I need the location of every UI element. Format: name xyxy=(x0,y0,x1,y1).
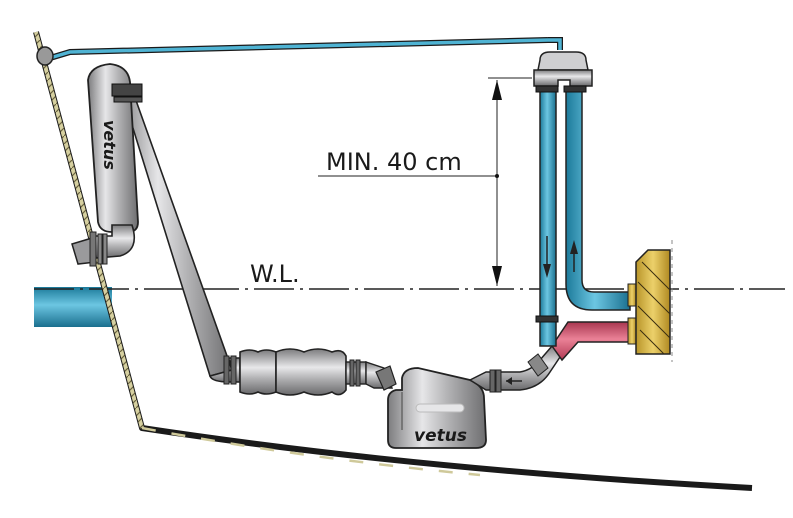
dimension-min-height: MIN. 40 cm xyxy=(318,77,532,286)
engine xyxy=(627,240,673,362)
gooseneck-brand: vetus xyxy=(100,120,119,170)
waterlock-brand: vetus xyxy=(414,426,467,446)
vented-loop xyxy=(533,51,631,347)
sea-water xyxy=(34,287,112,327)
exhaust-outlet xyxy=(71,231,108,267)
flow-arrow-down xyxy=(543,236,551,278)
vent-line xyxy=(36,37,563,66)
waterlock-outlet-hose xyxy=(468,344,564,393)
waterline-label: W.L. xyxy=(250,260,300,288)
gooseneck: vetus xyxy=(71,63,234,377)
flow-arrow-left xyxy=(506,377,522,385)
hull xyxy=(33,31,753,491)
exhaust-mix xyxy=(551,321,631,362)
silencer xyxy=(239,348,397,396)
flow-arrow-up xyxy=(570,240,578,272)
waterlock: vetus xyxy=(387,367,487,449)
min-height-label: MIN. 40 cm xyxy=(326,148,462,176)
